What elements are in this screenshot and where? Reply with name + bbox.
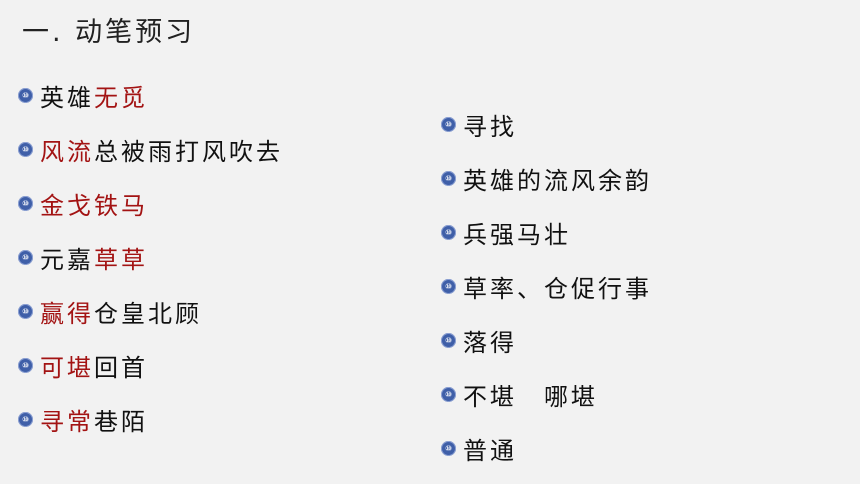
list-item: ⑩ 不堪 哪堪 xyxy=(441,367,652,421)
item-highlight: 赢得 xyxy=(40,299,94,328)
item-text: 落得 xyxy=(463,328,517,357)
word-list-left: ⑩ 英雄无觅 ⑩ 风流总被雨打风吹去 ⑩ 金戈铁马 ⑩ 元嘉草草 ⑩ 赢得仓皇北… xyxy=(18,68,283,446)
list-item: ⑩ 落得 xyxy=(441,313,652,367)
item-text: 英雄的流风余韵 xyxy=(463,166,652,195)
list-item: ⑩ 英雄的流风余韵 xyxy=(441,151,652,205)
list-item: ⑩ 英雄无觅 xyxy=(18,68,283,122)
number-bullet-icon: ⑩ xyxy=(18,249,33,265)
item-text: 普通 xyxy=(463,436,517,465)
list-item: ⑩ 金戈铁马 xyxy=(18,176,283,230)
item-text: 巷陌 xyxy=(94,407,148,436)
number-bullet-icon: ⑩ xyxy=(441,224,456,240)
item-highlight: 风流 xyxy=(40,137,94,166)
item-text: 寻找 xyxy=(463,112,517,141)
item-highlight: 可堪 xyxy=(40,353,94,382)
item-text: 兵强马壮 xyxy=(463,220,571,249)
number-bullet-icon: ⑩ xyxy=(18,195,33,211)
list-item: ⑩ 普通 xyxy=(441,421,652,475)
number-bullet-icon: ⑩ xyxy=(18,87,33,103)
list-item: ⑩ 赢得仓皇北顾 xyxy=(18,284,283,338)
list-item: ⑩ 寻常巷陌 xyxy=(18,392,283,446)
list-item: ⑩ 寻找 xyxy=(441,97,652,151)
number-bullet-icon: ⑩ xyxy=(441,386,456,402)
number-bullet-icon: ⑩ xyxy=(18,141,33,157)
item-highlight: 金戈铁马 xyxy=(40,191,148,220)
list-item: ⑩ 风流总被雨打风吹去 xyxy=(18,122,283,176)
item-text: 英雄 xyxy=(40,83,94,112)
list-item: ⑩ 兵强马壮 xyxy=(441,205,652,259)
item-highlight: 无觅 xyxy=(94,83,148,112)
word-list-right: ⑩ 寻找 ⑩ 英雄的流风余韵 ⑩ 兵强马壮 ⑩ 草率、仓促行事 ⑩ 落得 ⑩ 不… xyxy=(441,97,652,475)
list-item: ⑩ 草率、仓促行事 xyxy=(441,259,652,313)
number-bullet-icon: ⑩ xyxy=(441,278,456,294)
item-text: 仓皇北顾 xyxy=(94,299,202,328)
number-bullet-icon: ⑩ xyxy=(18,303,33,319)
item-highlight: 寻常 xyxy=(40,407,94,436)
item-text: 回首 xyxy=(94,353,148,382)
list-item: ⑩ 可堪回首 xyxy=(18,338,283,392)
item-text: 草率、仓促行事 xyxy=(463,274,652,303)
item-text: 元嘉 xyxy=(40,245,94,274)
number-bullet-icon: ⑩ xyxy=(441,116,456,132)
item-text: 不堪 哪堪 xyxy=(463,382,598,411)
number-bullet-icon: ⑩ xyxy=(441,332,456,348)
page-title: 一. 动笔预习 xyxy=(22,17,196,48)
number-bullet-icon: ⑩ xyxy=(18,357,33,373)
item-highlight: 草草 xyxy=(94,245,148,274)
item-text: 总被雨打风吹去 xyxy=(94,137,283,166)
list-item: ⑩ 元嘉草草 xyxy=(18,230,283,284)
number-bullet-icon: ⑩ xyxy=(441,170,456,186)
number-bullet-icon: ⑩ xyxy=(18,411,33,427)
number-bullet-icon: ⑩ xyxy=(441,440,456,456)
